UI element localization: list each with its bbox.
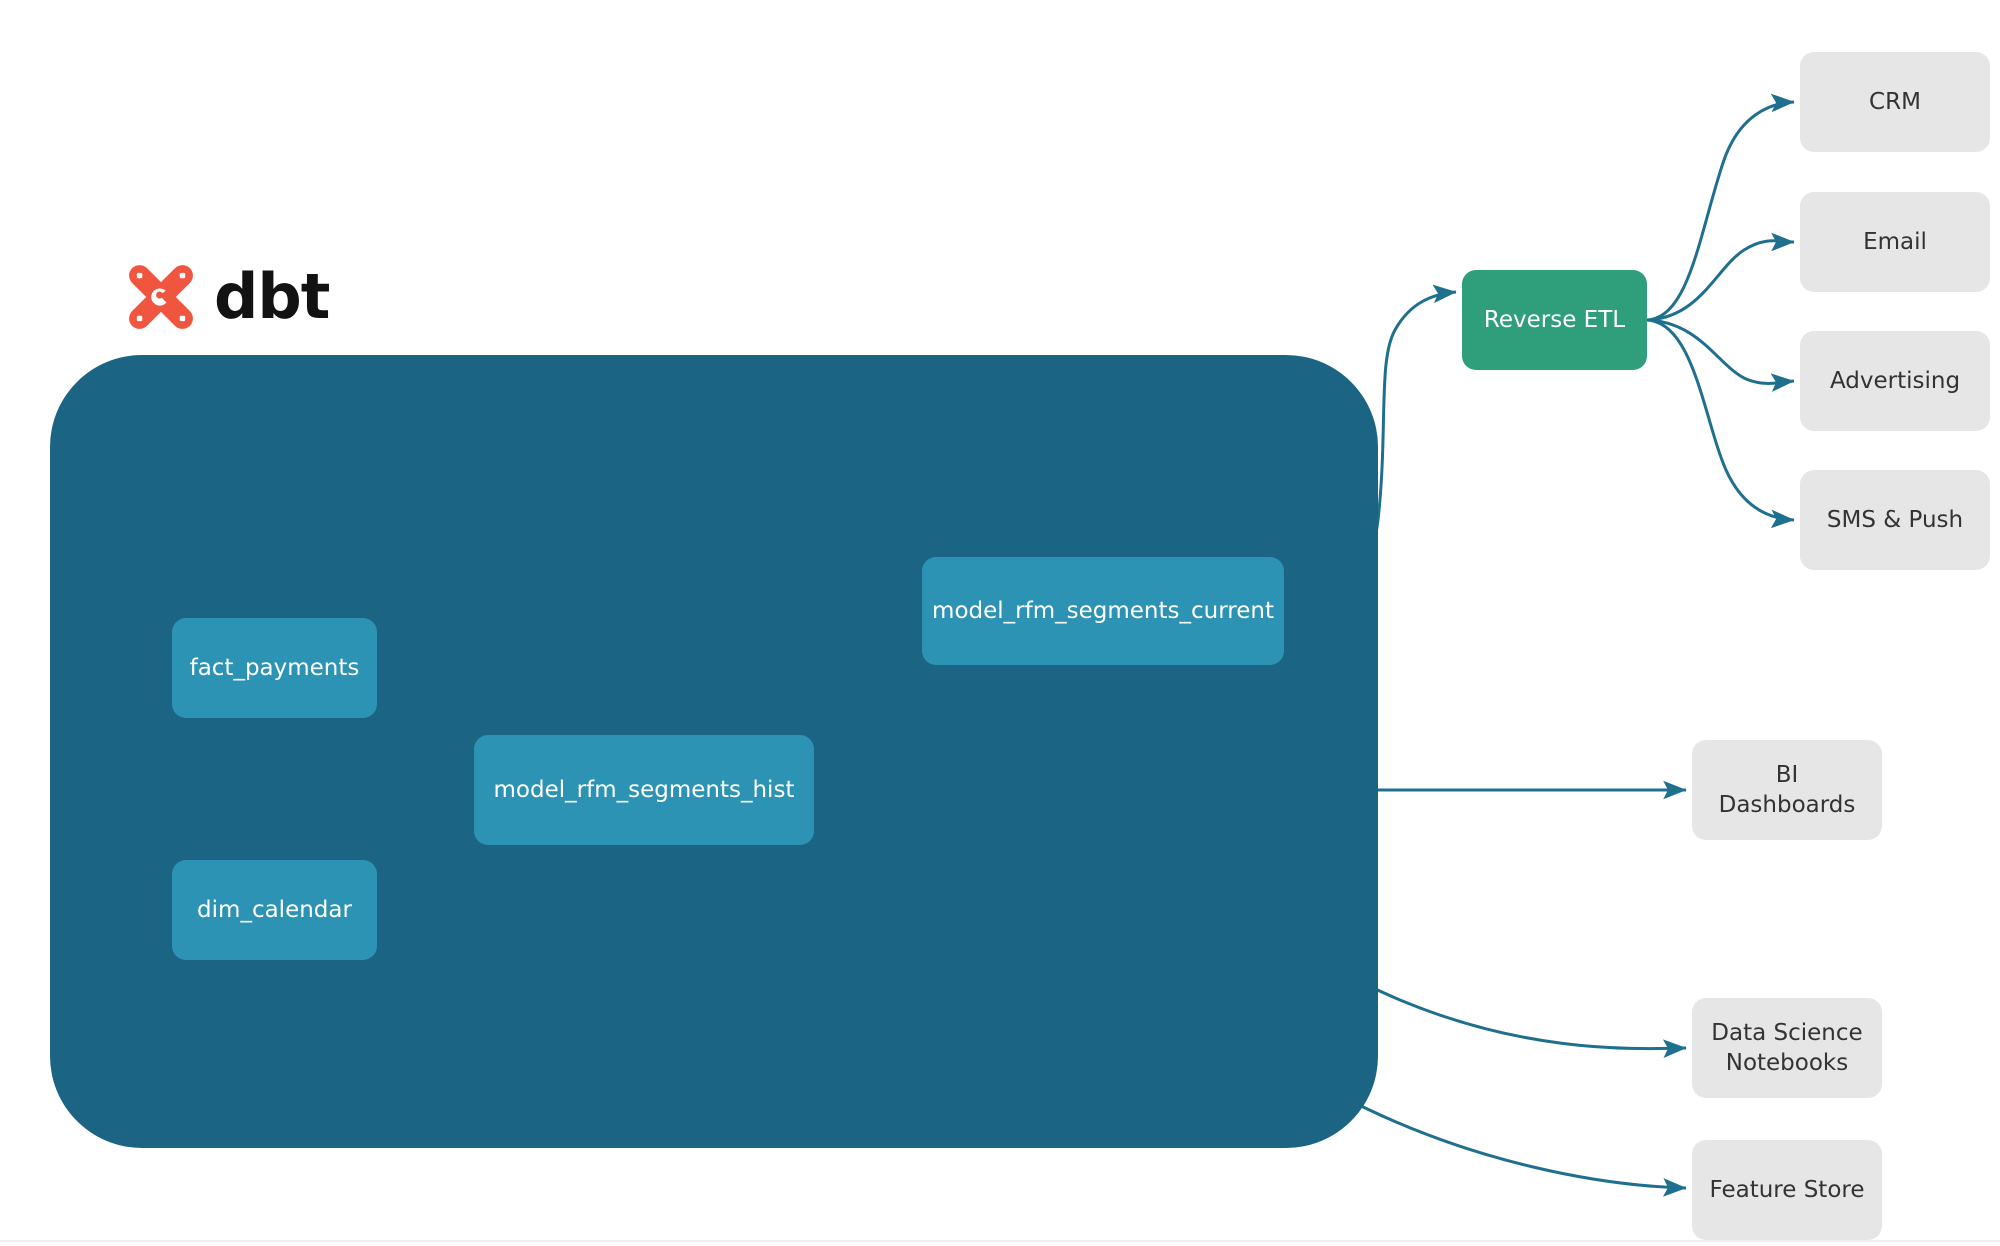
node-label: fact_payments bbox=[189, 655, 360, 681]
node-crm[interactable]: CRM bbox=[1800, 52, 1990, 152]
edge-reverse-etl-to-crm bbox=[1646, 93, 1795, 322]
node-label: Data Science Notebooks bbox=[1711, 1018, 1862, 1079]
node-label: model_rfm_segments_current bbox=[932, 598, 1274, 624]
node-dim-calendar[interactable]: dim_calendar bbox=[172, 860, 377, 960]
node-label: Feature Store bbox=[1709, 1176, 1865, 1203]
node-label: Email bbox=[1863, 228, 1927, 255]
node-email[interactable]: Email bbox=[1800, 192, 1990, 292]
node-label: dim_calendar bbox=[197, 897, 352, 923]
node-fact-payments[interactable]: fact_payments bbox=[172, 618, 377, 718]
edge-reverse-etl-to-email bbox=[1646, 232, 1795, 322]
node-feature-store[interactable]: Feature Store bbox=[1692, 1140, 1882, 1240]
node-label: model_rfm_segments_hist bbox=[493, 777, 795, 803]
node-label: BI Dashboards bbox=[1718, 761, 1856, 818]
node-model-rfm-segments-hist[interactable]: model_rfm_segments_hist bbox=[474, 735, 814, 845]
node-label: Advertising bbox=[1829, 367, 1961, 394]
node-data-science-notebooks[interactable]: Data Science Notebooks bbox=[1692, 998, 1882, 1098]
node-sms-push[interactable]: SMS & Push bbox=[1800, 470, 1990, 570]
node-label: Reverse ETL bbox=[1483, 307, 1626, 333]
node-label-line-2: Notebooks bbox=[1725, 1050, 1849, 1076]
edge-reverse-etl-to-advertising bbox=[1646, 318, 1795, 392]
dbt-wordmark: dbt bbox=[214, 260, 330, 333]
node-model-rfm-segments-current[interactable]: model_rfm_segments_current bbox=[922, 557, 1284, 665]
node-label-line-1: Data Science bbox=[1711, 1019, 1863, 1046]
node-bi-dashboards[interactable]: BI Dashboards bbox=[1692, 740, 1882, 840]
edge-reverse-etl-to-sms-push bbox=[1646, 318, 1795, 529]
node-reverse-etl[interactable]: Reverse ETL bbox=[1462, 270, 1647, 370]
dbt-logo: dbt bbox=[122, 258, 330, 336]
node-label: CRM bbox=[1869, 88, 1921, 115]
dbt-logo-icon bbox=[129, 265, 193, 329]
bottom-divider bbox=[0, 1240, 2000, 1242]
node-label: SMS & Push bbox=[1826, 506, 1964, 533]
node-advertising[interactable]: Advertising bbox=[1800, 331, 1990, 431]
